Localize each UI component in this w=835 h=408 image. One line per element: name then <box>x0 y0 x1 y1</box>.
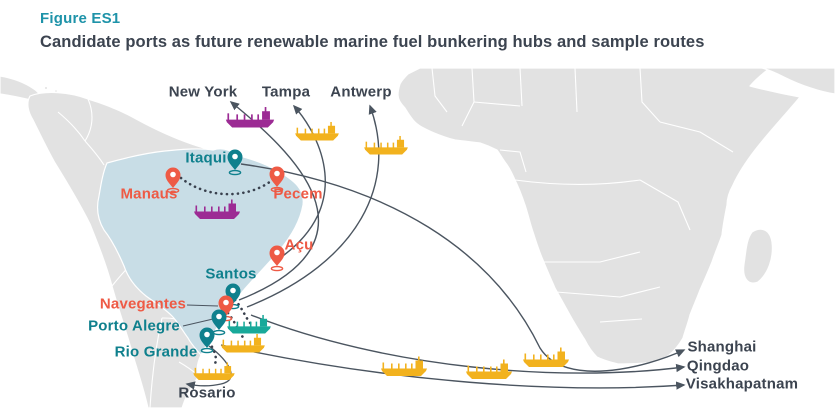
route-santos-qingdao <box>250 314 686 374</box>
santos-teal-ship-icon <box>227 314 271 334</box>
route-santos-antwerp <box>246 104 380 308</box>
route-manaus-pecem-river <box>179 176 273 196</box>
route-rio-grande-visakhapatnam <box>220 344 686 390</box>
tampa-route-ship-icon <box>295 121 339 141</box>
navegantes-connector <box>186 304 219 307</box>
route-rio-grande-link <box>207 340 218 368</box>
figure-label: Figure ES1 <box>40 10 121 27</box>
figure-title: Candidate ports as future renewable mari… <box>40 33 705 51</box>
arabian-peninsula <box>761 67 835 95</box>
antwerp-route-ship-icon <box>364 135 408 155</box>
port-pin-a-u-icon <box>268 244 286 272</box>
continent-africa <box>397 67 801 365</box>
route-itaqui-shanghai <box>240 163 686 372</box>
figure-header: Figure ES1 Candidate ports as future ren… <box>40 10 704 52</box>
porto-alegre-connector <box>182 318 214 327</box>
route-acu-tampa <box>279 104 326 259</box>
route-rio-grande-rosario <box>185 345 232 390</box>
route-santos-cluster-link-1 <box>233 298 253 326</box>
atlantic-ship-3-icon <box>523 347 569 367</box>
